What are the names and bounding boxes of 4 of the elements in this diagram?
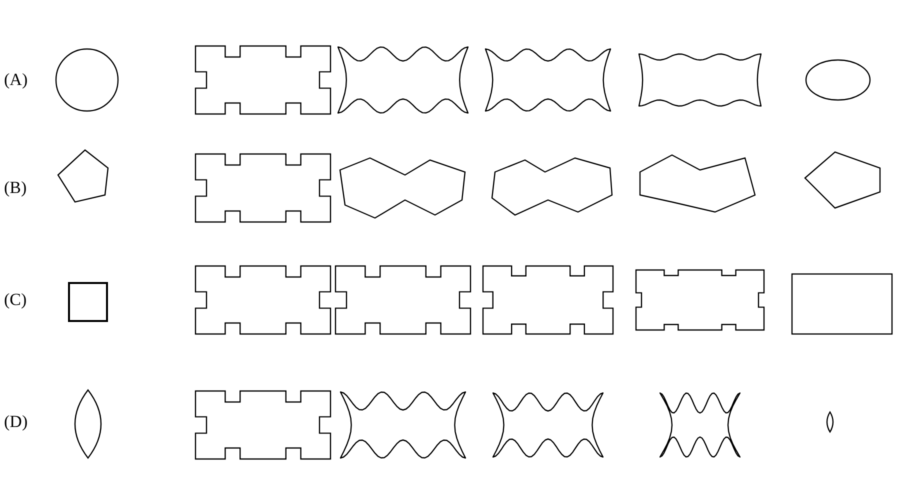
row-label: (C): [4, 290, 27, 310]
row-label: (A): [4, 70, 28, 90]
row-label: (D): [4, 412, 28, 432]
row-label: (B): [4, 178, 27, 198]
